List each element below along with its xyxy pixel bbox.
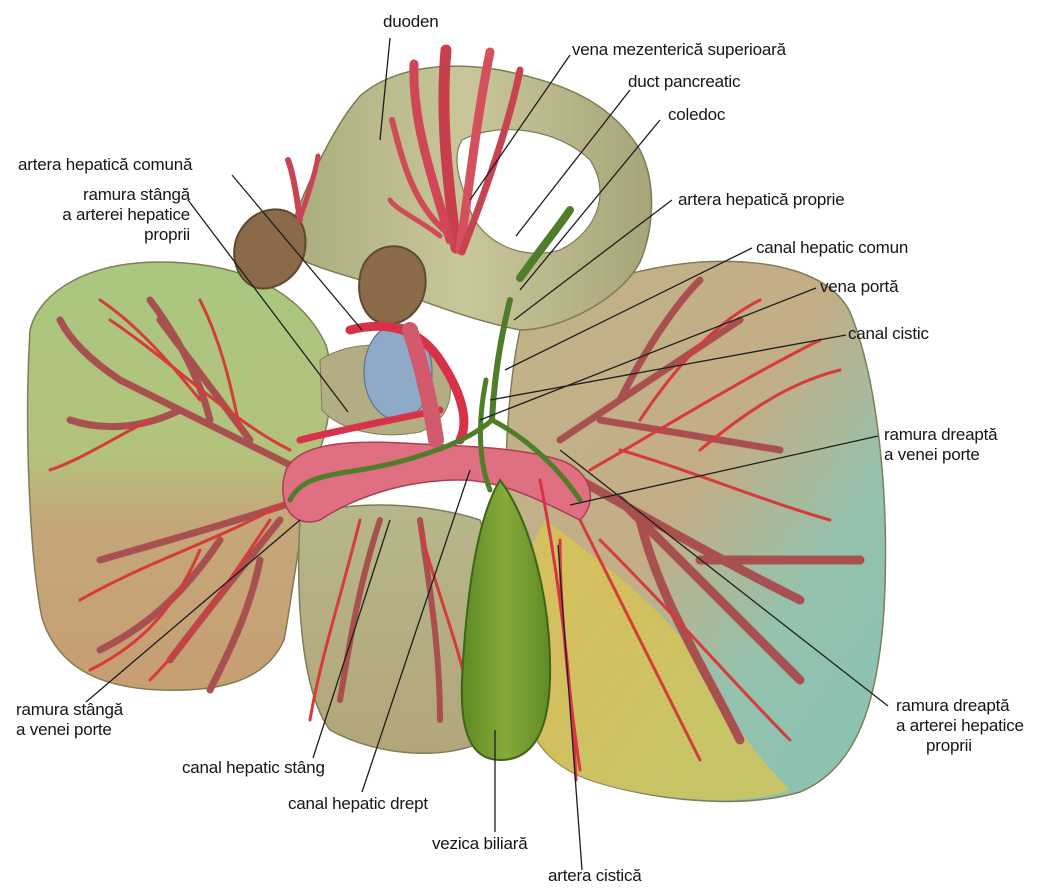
label-ramura-dreapta-venei: ramura dreaptă a venei porte — [884, 425, 997, 465]
label-vena-mezenterica-superioara: vena mezenterică superioară — [572, 40, 786, 60]
label-ramura-dreapta-arterei-line3: proprii — [896, 736, 1024, 756]
label-ramura-stanga-arterei: ramura stângă a arterei hepatice proprii — [20, 185, 190, 245]
label-canal-hepatic-drept: canal hepatic drept — [288, 794, 428, 814]
label-coledoc: coledoc — [668, 105, 725, 125]
label-vezica-biliara: vezica biliară — [432, 834, 527, 854]
label-ramura-dreapta-arterei: ramura dreaptă a arterei hepatice propri… — [896, 696, 1024, 756]
label-ramura-stanga-venei-line1: ramura stângă — [16, 700, 123, 720]
label-ramura-dreapta-arterei-line2: a arterei hepatice — [896, 716, 1024, 736]
label-ramura-dreapta-arterei-line1: ramura dreaptă — [896, 696, 1024, 716]
duodenum-end-right — [359, 246, 426, 324]
duodenum-end-left — [234, 209, 305, 288]
label-vena-porta: vena portă — [820, 277, 898, 297]
label-duoden: duoden — [383, 12, 439, 32]
label-artera-cistica: artera cistică — [548, 866, 642, 886]
label-canal-hepatic-stang: canal hepatic stâng — [182, 758, 325, 778]
label-canal-hepatic-comun: canal hepatic comun — [756, 238, 908, 258]
label-ramura-dreapta-venei-line1: ramura dreaptă — [884, 425, 997, 445]
label-ramura-stanga-arterei-line3: proprii — [20, 225, 190, 245]
label-canal-cistic: canal cistic — [848, 324, 929, 344]
label-ramura-stanga-arterei-line2: a arterei hepatice — [20, 205, 190, 225]
label-artera-hepatica-comuna: artera hepatică comună — [18, 155, 192, 175]
label-ramura-stanga-venei: ramura stângă a venei porte — [16, 700, 123, 740]
label-artera-hepatica-proprie: artera hepatică proprie — [678, 190, 844, 210]
label-ramura-stanga-venei-line2: a venei porte — [16, 720, 123, 740]
label-ramura-dreapta-venei-line2: a venei porte — [884, 445, 997, 465]
label-ramura-stanga-arterei-line1: ramura stângă — [20, 185, 190, 205]
label-duct-pancreatic: duct pancreatic — [628, 72, 740, 92]
